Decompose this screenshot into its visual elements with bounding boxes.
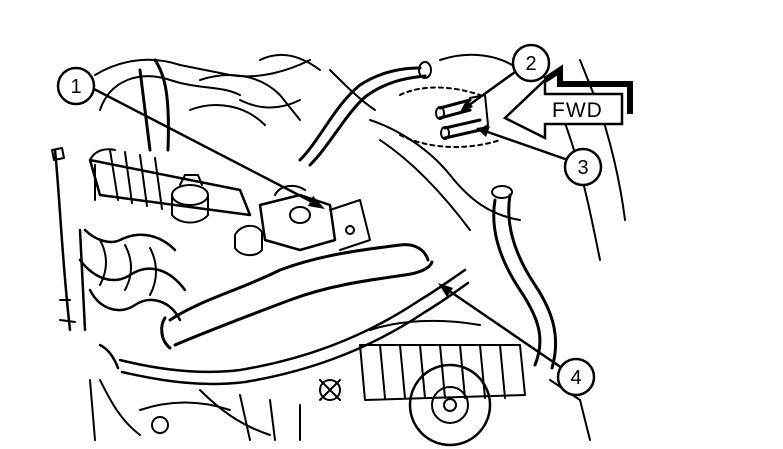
callout-4: 4 [556,357,596,397]
callout-1: 1 [56,66,96,106]
leader-line-1 [90,86,320,207]
callout-4-label: 4 [570,367,581,389]
leader-line-2 [463,70,517,110]
leader-line-4 [443,286,564,370]
callout-3-label: 3 [577,157,588,179]
fwd-direction-arrow: FWD [502,64,633,141]
arrowhead-3 [476,126,490,137]
arrowhead-4 [438,283,453,297]
arrowhead-1 [308,196,325,209]
callout-2: 2 [511,43,551,83]
fwd-label: FWD [552,99,603,122]
leader-lines [90,70,570,370]
fwd-arrow-shadow [543,64,633,114]
leader-line-3 [480,128,570,162]
callout-1-label: 1 [70,76,81,98]
callout-3: 3 [563,147,603,187]
arrowhead-2 [460,99,473,112]
fwd-arrow-shape [502,77,624,141]
engine-artwork [51,53,626,447]
callout-2-label: 2 [525,53,536,75]
leader-arrowheads [308,99,490,297]
